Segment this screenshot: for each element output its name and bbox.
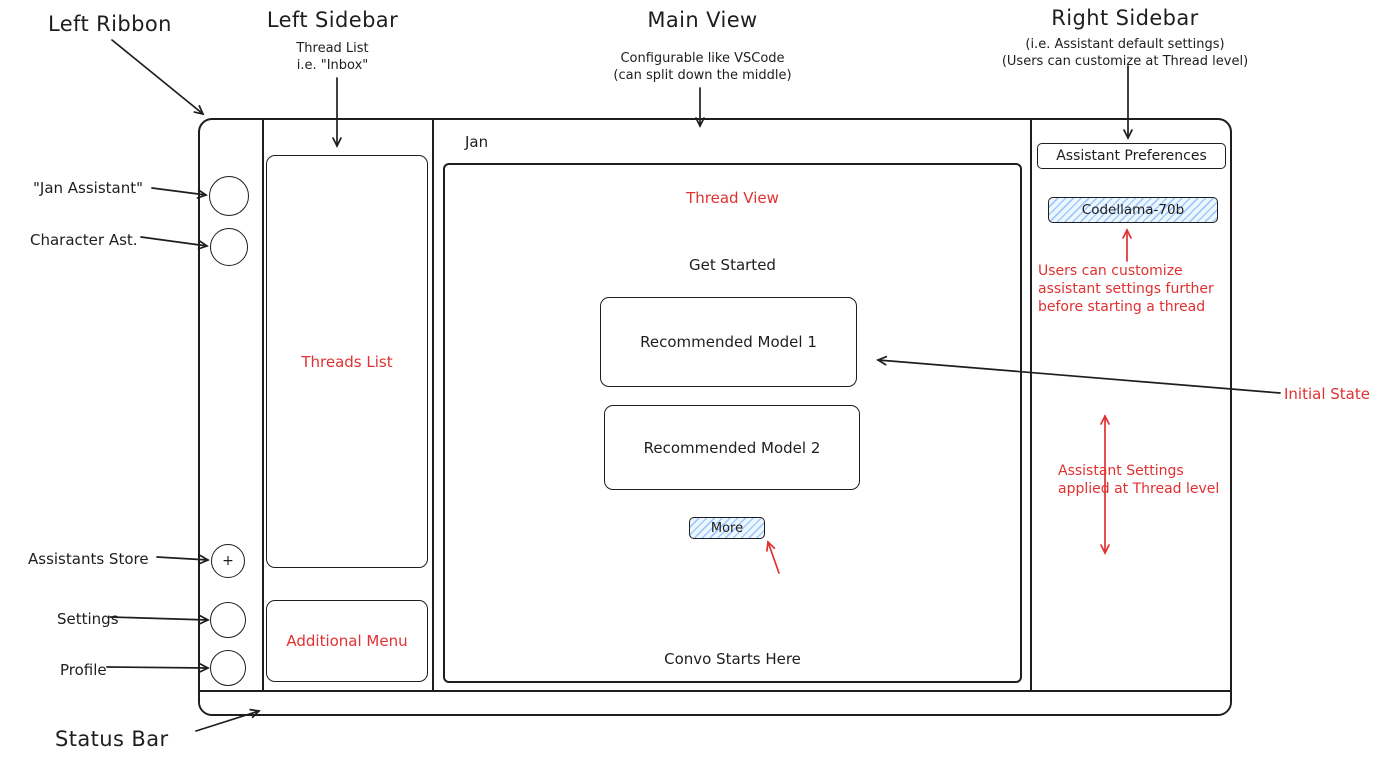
ribbon-divider [262,120,264,692]
left-sidebar-callout: Left Sidebar Thread List i.e. "Inbox" [235,8,430,74]
thread-level-line1: Assistant Settings [1058,463,1184,479]
codellama-model-button[interactable]: Codellama-70b [1048,197,1218,223]
main-view-sub2: (can split down the middle) [613,68,792,83]
convo-starts-here-label: Convo Starts Here [664,650,801,668]
more-button[interactable]: More [689,517,765,539]
left-ribbon-label: Left Ribbon [48,12,172,36]
status-bar [200,690,1230,714]
assistants-store-button[interactable]: + [211,544,245,578]
recommended-model-2-label: Recommended Model 2 [643,438,821,457]
assistants-store-label: Assistants Store [28,550,149,568]
assistant-preferences-header: Assistant Preferences [1037,143,1226,169]
threads-list-panel[interactable]: Threads List [266,155,428,568]
main-view-label: Main View [647,8,758,32]
main-view-callout: Main View Configurable like VSCode (can … [595,8,810,84]
sidebar-divider [432,120,434,692]
threads-list-label: Threads List [301,352,393,371]
jan-assistant-label: "Jan Assistant" [33,179,144,197]
thread-view-label: Thread View [686,189,779,207]
profile-button[interactable] [210,650,246,686]
character-ast-label: Character Ast. [30,231,138,249]
customize-line3: before starting a thread [1038,299,1206,315]
additional-menu-panel[interactable]: Additional Menu [266,600,428,682]
arrow-left-ribbon [111,39,205,116]
right-sidebar-sub2: (Users can customize at Thread level) [1001,54,1249,69]
additional-menu-label: Additional Menu [286,632,408,650]
right-sidebar-divider [1030,120,1032,692]
left-sidebar-sub1: Thread List [296,41,369,56]
settings-label: Settings [57,610,119,628]
right-sidebar-callout: Right Sidebar (i.e. Assistant default se… [960,6,1290,70]
initial-state-label: Initial State [1284,385,1370,403]
arrow-settings [109,614,210,625]
plus-icon: + [222,553,234,569]
left-sidebar-sub2: i.e. "Inbox" [296,58,369,73]
arrow-profile [106,663,210,673]
codellama-model-label: Codellama-70b [1081,202,1185,218]
settings-button[interactable] [210,602,246,638]
right-sidebar-label: Right Sidebar [1051,6,1199,30]
assistant-preferences-label: Assistant Preferences [1056,148,1207,164]
jan-assistant-avatar[interactable] [209,176,249,216]
right-sidebar-sub1: (i.e. Assistant default settings) [1025,37,1225,52]
thread-view-panel: Thread View Get Started Recommended Mode… [443,163,1022,683]
status-bar-label: Status Bar [55,727,169,751]
app-window: + Threads List Additional Menu Jan Threa… [198,118,1232,716]
thread-level-line2: applied at Thread level [1058,481,1220,497]
recommended-model-1-card[interactable]: Recommended Model 1 [600,297,857,387]
get-started-label: Get Started [689,256,776,274]
more-button-label: More [710,520,744,536]
profile-label: Profile [60,661,107,679]
customize-line2: assistant settings further [1038,281,1214,297]
customize-annotation: Users can customize assistant settings f… [1038,262,1214,316]
window-title: Jan [465,133,489,151]
recommended-model-2-card[interactable]: Recommended Model 2 [604,405,860,490]
character-assistant-avatar[interactable] [210,228,248,266]
customize-line1: Users can customize [1038,263,1183,279]
main-view-sub1: Configurable like VSCode [620,51,785,66]
thread-level-annotation: Assistant Settings applied at Thread lev… [1058,462,1219,498]
recommended-model-1-label: Recommended Model 1 [640,333,817,351]
left-sidebar-label: Left Sidebar [266,8,399,32]
